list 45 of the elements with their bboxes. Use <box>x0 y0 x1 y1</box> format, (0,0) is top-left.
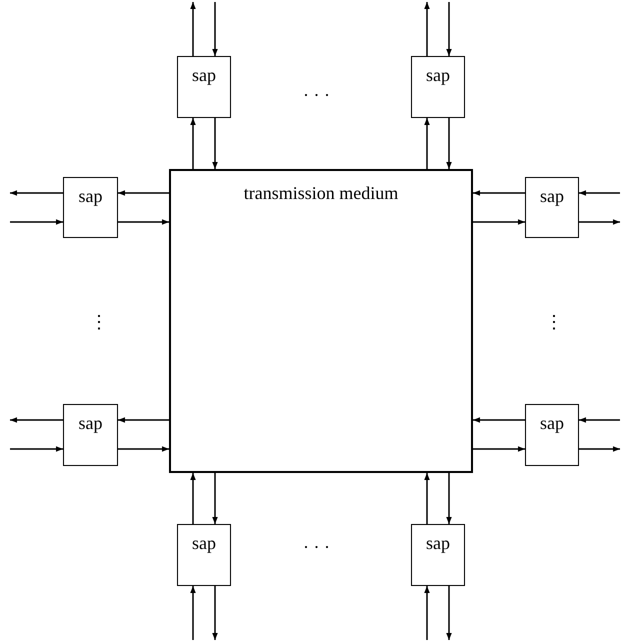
arrow <box>190 118 196 169</box>
arrow <box>10 446 63 452</box>
arrow <box>118 190 169 196</box>
arrow <box>473 190 525 196</box>
arrow <box>579 190 620 196</box>
arrow <box>10 219 63 225</box>
arrow <box>473 417 525 423</box>
arrow <box>446 586 452 640</box>
arrow <box>446 118 452 169</box>
arrow <box>424 2 430 56</box>
ellipsis-mark: · · · <box>303 538 330 556</box>
medium-box: transmission medium <box>169 169 473 473</box>
arrow <box>579 219 620 225</box>
arrow <box>10 417 63 423</box>
arrow <box>446 473 452 524</box>
arrow <box>579 417 620 423</box>
arrow <box>212 118 218 169</box>
sap-box: sap <box>525 404 579 466</box>
arrow <box>190 586 196 640</box>
sap-box: sap <box>411 56 465 118</box>
arrow <box>424 473 430 524</box>
sap-box: sap <box>177 524 231 586</box>
ellipsis-mark: ⋮ <box>90 313 108 331</box>
arrow <box>190 2 196 56</box>
arrow <box>118 417 169 423</box>
arrow <box>212 2 218 56</box>
arrow <box>579 446 620 452</box>
ellipsis-mark: · · · <box>303 86 330 104</box>
arrow <box>118 446 169 452</box>
arrow <box>212 586 218 640</box>
sap-box: sap <box>177 56 231 118</box>
arrow <box>473 219 525 225</box>
sap-box: sap <box>63 177 118 238</box>
arrow <box>424 586 430 640</box>
arrow <box>118 219 169 225</box>
sap-box: sap <box>63 404 118 466</box>
arrow <box>190 473 196 524</box>
ellipsis-mark: ⋮ <box>545 313 563 331</box>
arrow <box>10 190 63 196</box>
arrow <box>424 118 430 169</box>
arrow <box>446 2 452 56</box>
sap-box: sap <box>525 177 579 238</box>
arrow <box>212 473 218 524</box>
sap-box: sap <box>411 524 465 586</box>
arrow <box>473 446 525 452</box>
